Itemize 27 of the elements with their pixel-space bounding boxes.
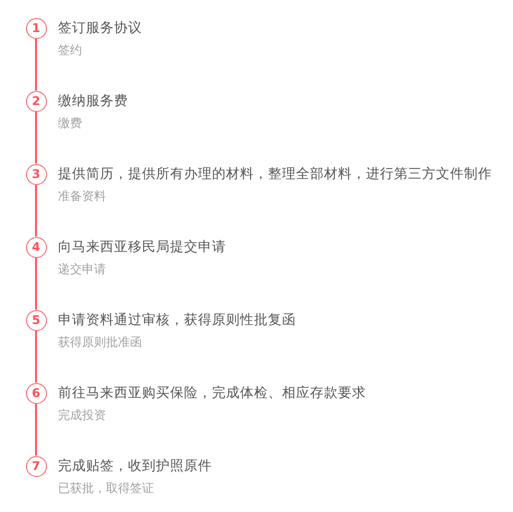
step-title: 申请资料通过审核，获得原则性批复函 [58,311,296,329]
step-description: 获得原则批准函 [58,334,142,350]
connector-line [35,404,37,456]
step-title: 向马来西亚移民局提交申请 [58,238,226,256]
step-title: 完成贴签，收到护照原件 [58,457,212,475]
step-circle: 3 [26,164,46,184]
connector-line [35,38,37,90]
step-description: 完成投资 [58,407,106,423]
connector-line [35,184,37,236]
step-title: 缴纳服务费 [58,92,128,110]
step-description: 递交申请 [58,261,106,277]
step-circle: 7 [26,456,46,476]
connector-line [35,258,37,310]
step-description: 签约 [58,42,82,58]
step-circle: 2 [26,90,46,112]
connector-line [35,330,37,382]
step-circle: 1 [26,18,46,38]
step-circle: 4 [26,236,46,258]
connector-line [35,112,37,164]
step-title: 提供简历，提供所有办理的材料，整理全部材料，进行第三方文件制作 [58,165,492,183]
step-description: 准备资料 [58,188,106,204]
step-description: 缴费 [58,115,82,131]
step-circle: 6 [26,382,46,404]
step-circle: 5 [26,310,46,330]
step-description: 已获批，取得签证 [58,480,154,496]
step-title: 签订服务协议 [58,19,142,37]
step-title: 前往马来西亚购买保险，完成体检、相应存款要求 [58,384,366,402]
